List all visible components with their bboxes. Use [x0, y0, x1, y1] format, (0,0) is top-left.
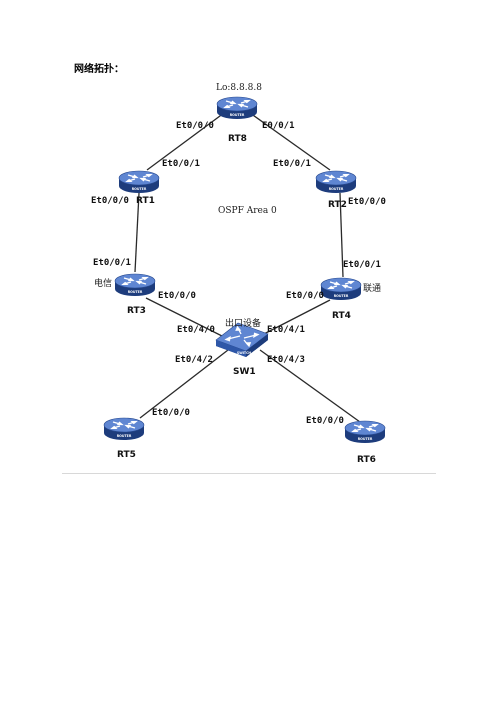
device-label-rt5: RT5 — [117, 450, 136, 460]
isp-unicom-label: 联通 — [363, 283, 381, 294]
svg-text:ROUTER: ROUTER — [358, 437, 373, 441]
link-rt8-rt2 — [249, 112, 331, 171]
router-icon-rt5[interactable]: ROUTER — [103, 417, 145, 441]
port-label-rt2-right: Et0/0/0 — [348, 197, 386, 207]
loopback-label: Lo:8.8.8.8 — [216, 83, 262, 93]
link-sw1-rt5 — [139, 349, 229, 419]
port-label-rt3-right: Et0/0/0 — [158, 291, 196, 301]
svg-text:ROUTER: ROUTER — [132, 187, 147, 191]
router-icon-rt4[interactable]: ROUTER — [320, 277, 362, 301]
device-label-rt2: RT2 — [328, 200, 347, 210]
switch-icon-sw1[interactable]: SWITCH — [215, 322, 269, 357]
router-icon-rt1[interactable]: ROUTER — [118, 170, 160, 194]
svg-text:SWITCH: SWITCH — [237, 351, 252, 355]
port-label-rt2-top: Et0/0/1 — [273, 159, 311, 169]
svg-text:ROUTER: ROUTER — [230, 113, 245, 117]
svg-text:ROUTER: ROUTER — [334, 294, 349, 298]
port-label-rt4-top: Et0/0/1 — [343, 260, 381, 270]
port-label-rt8-right: E0/0/1 — [262, 121, 295, 131]
link-rt1-rt3 — [134, 192, 140, 273]
device-label-rt1: RT1 — [136, 196, 155, 206]
port-label-rt4-left: Et0/0/0 — [286, 291, 324, 301]
device-label-rt8: RT8 — [228, 134, 247, 144]
figure-divider — [62, 473, 436, 474]
svg-text:ROUTER: ROUTER — [117, 434, 132, 438]
device-label-rt6: RT6 — [357, 455, 376, 465]
port-label-sw1-p2: Et0/4/2 — [175, 355, 213, 365]
device-label-rt4: RT4 — [332, 311, 351, 321]
router-icon-rt3[interactable]: ROUTER — [114, 273, 156, 297]
port-label-rt6: Et0/0/0 — [306, 416, 344, 426]
router-icon-rt6[interactable]: ROUTER — [344, 420, 386, 444]
svg-text:ROUTER: ROUTER — [128, 290, 143, 294]
area-label: OSPF Area 0 — [218, 206, 277, 216]
device-label-sw1: SW1 — [233, 367, 256, 377]
port-label-rt1-top: Et0/0/1 — [162, 159, 200, 169]
port-label-sw1-p3: Et0/4/3 — [267, 355, 305, 365]
port-label-rt1-left: Et0/0/0 — [91, 196, 129, 206]
port-label-sw1-p1: Et0/4/1 — [267, 325, 305, 335]
link-sw1-rt6 — [259, 349, 361, 423]
link-rt3-sw1 — [145, 297, 223, 337]
port-label-rt5: Et0/0/0 — [152, 408, 190, 418]
egress-device-label: 出口设备 — [225, 317, 261, 329]
page-heading: 网络拓扑： — [74, 64, 124, 75]
port-label-rt8-left: Et0/0/0 — [176, 121, 214, 131]
link-rt8-rt1 — [146, 112, 225, 171]
router-icon-rt8[interactable]: ROUTER — [216, 96, 258, 120]
link-rt4-sw1 — [259, 299, 331, 337]
router-icon-rt2[interactable]: ROUTER — [315, 170, 357, 194]
svg-text:ROUTER: ROUTER — [329, 187, 344, 191]
isp-telecom-label: 电信 — [94, 277, 112, 289]
port-label-rt3-top: Et0/0/1 — [93, 258, 131, 268]
port-label-sw1-p0: Et0/4/0 — [177, 325, 215, 335]
device-label-rt3: RT3 — [127, 306, 146, 316]
link-rt2-rt4 — [339, 192, 344, 278]
